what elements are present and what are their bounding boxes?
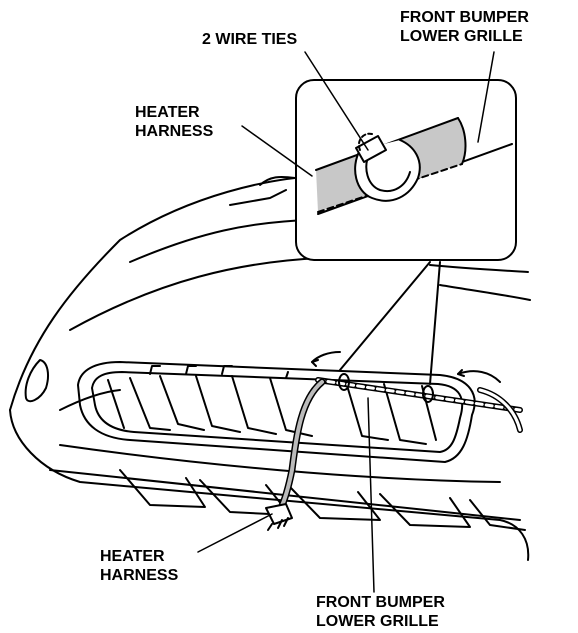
label-text-line-1: FRONT BUMPER — [316, 594, 445, 611]
label-text-line-1: HEATER — [135, 104, 200, 121]
heater-harness-routed — [265, 351, 523, 531]
label-text-line-1: HEATER — [100, 548, 165, 565]
label-text-line-2: HARNESS — [135, 123, 214, 140]
label-front-bumper-lower-grille-top: FRONT BUMPER LOWER GRILLE — [400, 8, 529, 46]
callout-leaders — [339, 261, 441, 385]
label-text-line-2: HARNESS — [100, 567, 179, 584]
label-leaders — [197, 51, 495, 593]
label-front-bumper-lower-grille-bottom: FRONT BUMPER LOWER GRILLE — [316, 593, 445, 631]
front-bumper-lower-grille — [77, 361, 476, 463]
lower-vents — [119, 469, 526, 531]
label-heater-harness-bottom: HEATER HARNESS — [100, 547, 178, 585]
label-text-line-1: FRONT BUMPER — [400, 9, 529, 26]
detail-callout — [295, 79, 517, 261]
label-text-line-2: LOWER GRILLE — [316, 613, 439, 630]
label-text: 2 WIRE TIES — [202, 31, 298, 48]
label-text-line-2: LOWER GRILLE — [400, 28, 523, 45]
label-2-wire-ties: 2 WIRE TIES — [202, 30, 297, 49]
label-heater-harness-top: HEATER HARNESS — [135, 103, 213, 141]
